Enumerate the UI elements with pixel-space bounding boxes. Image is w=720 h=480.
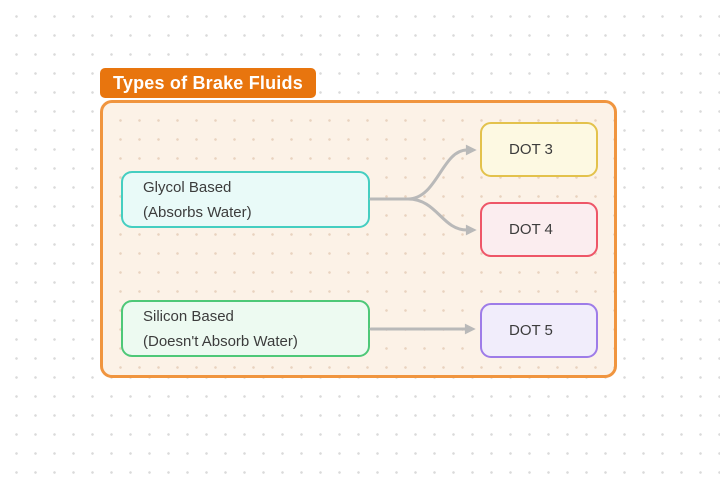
node-dot4-label: DOT 4 [509, 221, 553, 238]
node-silicon-line2: (Doesn't Absorb Water) [143, 332, 298, 350]
diagram-title-badge[interactable]: Types of Brake Fluids [100, 68, 316, 98]
node-dot3[interactable]: DOT 3 [480, 122, 598, 177]
node-glycol-based[interactable]: Glycol Based (Absorbs Water) [121, 171, 370, 228]
node-glycol-line2: (Absorbs Water) [143, 203, 252, 221]
node-dot5[interactable]: DOT 5 [480, 303, 598, 358]
node-glycol-line1: Glycol Based [143, 178, 232, 196]
node-dot4[interactable]: DOT 4 [480, 202, 598, 257]
diagram-title-label: Types of Brake Fluids [113, 73, 303, 93]
node-silicon-line1: Silicon Based [143, 307, 234, 325]
node-silicon-based[interactable]: Silicon Based (Doesn't Absorb Water) [121, 300, 370, 357]
node-dot3-label: DOT 3 [509, 141, 553, 158]
node-dot5-label: DOT 5 [509, 322, 553, 339]
